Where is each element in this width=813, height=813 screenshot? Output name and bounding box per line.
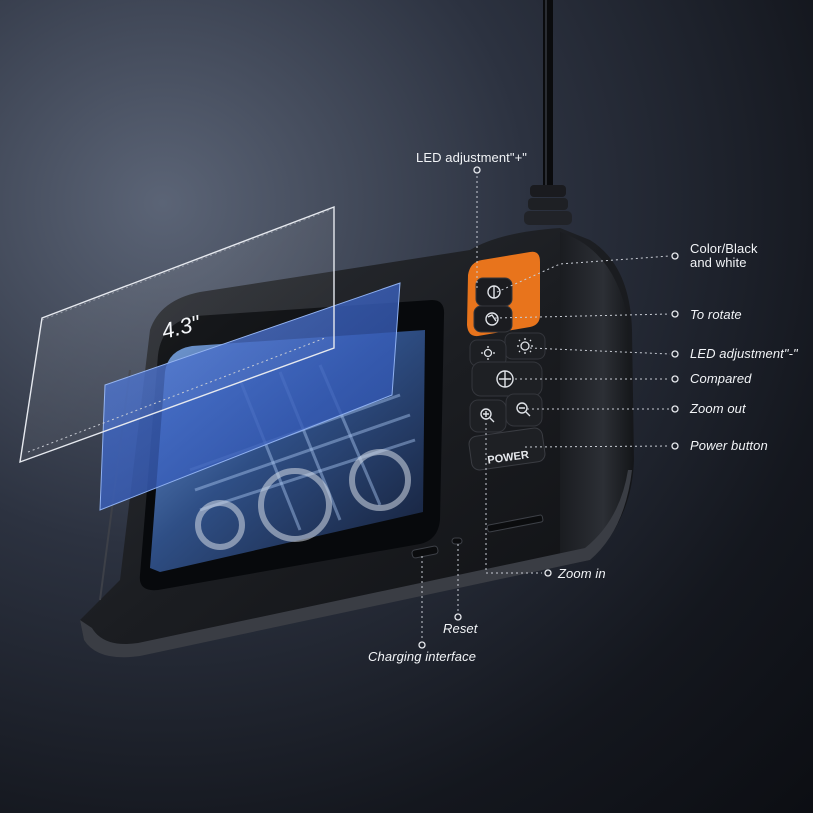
side-ports xyxy=(411,514,544,559)
callout-rotate: To rotate xyxy=(690,307,742,322)
charging-port[interactable] xyxy=(411,545,439,559)
callout-charging: Charging interface xyxy=(368,649,477,664)
callout-lines xyxy=(418,166,679,649)
card-slot xyxy=(486,514,544,533)
zoom-in-button[interactable] xyxy=(469,399,507,433)
callout-color-bw-line1: Color/Black xyxy=(690,241,758,256)
callout-color-bw-line2: and white xyxy=(690,255,747,270)
color-bw-button[interactable] xyxy=(475,277,513,307)
callout-led-plus: LED adjustment"+" xyxy=(416,150,528,165)
led-minus-icon xyxy=(481,346,495,360)
tempered-glass: 4.3" xyxy=(19,205,335,464)
callout-power: Power button xyxy=(690,438,768,453)
callout-compared: Compared xyxy=(690,371,752,386)
rotate-icon xyxy=(485,312,499,326)
reset-hole[interactable] xyxy=(451,537,463,545)
led-plus-icon xyxy=(517,338,533,354)
callout-zoom-out: Zoom out xyxy=(690,401,746,416)
probe-cable xyxy=(524,0,572,225)
zoom-out-button[interactable] xyxy=(505,393,543,427)
color-bw-icon xyxy=(487,285,501,299)
led-plus-button[interactable] xyxy=(504,332,546,360)
callout-zoom-in: Zoom in xyxy=(558,566,606,581)
rotate-button[interactable] xyxy=(473,305,513,333)
power-button[interactable]: POWER xyxy=(468,427,546,471)
power-button-label: POWER xyxy=(487,449,530,467)
compare-icon xyxy=(496,370,514,388)
led-minus-button[interactable] xyxy=(469,339,507,367)
callout-led-minus: LED adjustment"-" xyxy=(690,346,798,361)
zoom-out-icon xyxy=(516,402,531,417)
callout-reset: Reset xyxy=(443,621,478,636)
